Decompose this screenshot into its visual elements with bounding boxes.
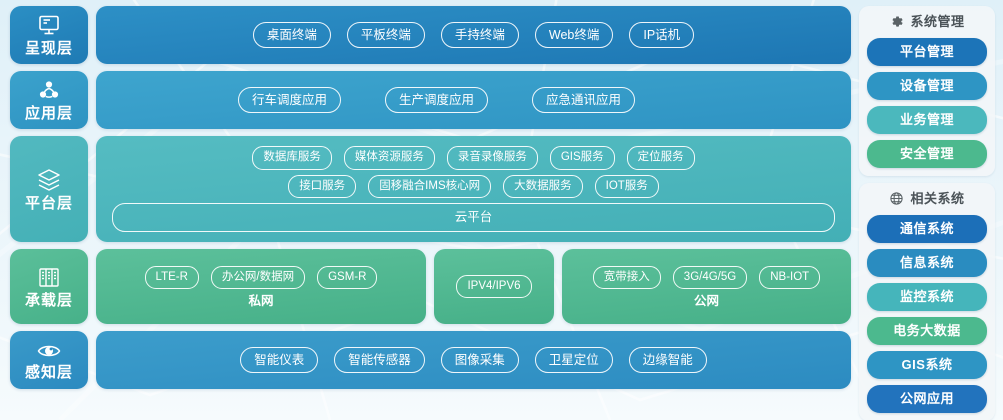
sys-button-security-management[interactable]: 安全管理 <box>867 140 987 168</box>
sys-button-information-system[interactable]: 信息系统 <box>867 249 987 277</box>
server-rack-icon <box>35 266 63 290</box>
chip-bigdata-service[interactable]: 大数据服务 <box>503 174 583 199</box>
layer-row-sensing: 感知层 智能仪表 智能传感器 图像采集 卫星定位 边缘智能 <box>10 331 851 389</box>
layers-stack-icon <box>34 167 64 193</box>
panel-title-system-management: 系统管理 <box>910 14 965 29</box>
layer-label-sensing: 感知层 <box>24 364 73 381</box>
chip-row-ip-protocol: IPV4/IPV6 <box>456 274 532 299</box>
chip-smart-sensor[interactable]: 智能传感器 <box>334 346 425 374</box>
chip-cloud-platform[interactable]: 云平台 <box>112 203 835 232</box>
chip-lte-r[interactable]: LTE-R <box>144 265 199 289</box>
chip-emergency-comm-app[interactable]: 应急通讯应用 <box>532 86 636 114</box>
eye-icon <box>35 340 63 362</box>
chip-positioning-service[interactable]: 定位服务 <box>626 146 695 170</box>
sys-button-communication-system[interactable]: 通信系统 <box>867 215 987 243</box>
chip-iot-service[interactable]: IOT服务 <box>594 174 659 199</box>
chip-office-data-network[interactable]: 办公网/数据网 <box>210 265 306 289</box>
chip-row-sensing: 智能仪表 智能传感器 图像采集 卫星定位 边缘智能 <box>240 346 707 374</box>
sys-button-electrical-bigdata[interactable]: 电务大数据 <box>867 317 987 345</box>
globe-icon <box>889 191 904 206</box>
chip-ipv4-ipv6[interactable]: IPV4/IPV6 <box>456 274 532 299</box>
layer-body-sensing: 智能仪表 智能传感器 图像采集 卫星定位 边缘智能 <box>96 331 851 389</box>
sys-button-platform-management[interactable]: 平台管理 <box>867 38 987 66</box>
layer-body-application: 行车调度应用 生产调度应用 应急通讯应用 <box>96 71 851 129</box>
gear-icon <box>889 14 904 29</box>
layer-body-platform: 数据库服务 媒体资源服务 录音录像服务 GIS服务 定位服务 接口服务 固移融合… <box>96 136 851 242</box>
layer-row-bearer: 承载层 LTE-R 办公网/数据网 GSM-R 私网 IPV4/IPV6 <box>10 249 851 324</box>
chip-train-dispatch-app[interactable]: 行车调度应用 <box>238 86 342 114</box>
panel-system-management: 系统管理 平台管理 设备管理 业务管理 安全管理 <box>859 6 995 176</box>
chip-database-service[interactable]: 数据库服务 <box>252 146 332 170</box>
chip-interface-service[interactable]: 接口服务 <box>288 174 357 199</box>
sys-button-device-management[interactable]: 设备管理 <box>867 72 987 100</box>
chip-3g-4g-5g[interactable]: 3G/4G/5G <box>672 265 748 289</box>
bearer-group-private-network: LTE-R 办公网/数据网 GSM-R 私网 <box>96 249 426 324</box>
layer-tag-presentation[interactable]: 呈现层 <box>10 6 88 64</box>
chip-row-public-network: 宽带接入 3G/4G/5G NB-IOT <box>592 265 821 289</box>
chip-row-presentation: 桌面终端 平板终端 手持终端 Web终端 IP话机 <box>252 21 695 49</box>
chip-edge-intelligence[interactable]: 边缘智能 <box>628 346 707 374</box>
chip-satellite-positioning[interactable]: 卫星定位 <box>534 346 613 374</box>
sys-button-business-management[interactable]: 业务管理 <box>867 106 987 134</box>
chip-gsm-r[interactable]: GSM-R <box>317 265 378 289</box>
chip-nb-iot[interactable]: NB-IOT <box>759 265 821 289</box>
layer-row-platform: 平台层 数据库服务 媒体资源服务 录音录像服务 GIS服务 定位服务 接口服务 … <box>10 136 851 242</box>
chip-desktop-terminal[interactable]: 桌面终端 <box>252 21 331 49</box>
sys-button-gis-system[interactable]: GIS系统 <box>867 351 987 379</box>
bearer-group-ip-protocol: IPV4/IPV6 <box>434 249 554 324</box>
layer-tag-platform[interactable]: 平台层 <box>10 136 88 242</box>
chip-ip-phone[interactable]: IP话机 <box>629 21 695 49</box>
bearer-group-label-private: 私网 <box>248 294 274 308</box>
layer-row-application: 应用层 行车调度应用 生产调度应用 应急通讯应用 <box>10 71 851 129</box>
chip-handheld-terminal[interactable]: 手持终端 <box>440 21 519 49</box>
bearer-group-label-public: 公网 <box>693 294 719 308</box>
chip-media-resource-service[interactable]: 媒体资源服务 <box>343 146 435 170</box>
side-panels: 系统管理 平台管理 设备管理 业务管理 安全管理 相关系统 <box>859 6 995 420</box>
layer-tag-sensing[interactable]: 感知层 <box>10 331 88 389</box>
layer-label-presentation: 呈现层 <box>24 40 73 57</box>
chip-image-capture[interactable]: 图像采集 <box>440 346 519 374</box>
chip-gis-service[interactable]: GIS服务 <box>549 146 615 170</box>
chip-row-platform-services-2: 接口服务 固移融合IMS核心网 大数据服务 IOT服务 <box>112 174 835 199</box>
layer-tag-bearer[interactable]: 承载层 <box>10 249 88 324</box>
sys-button-public-network-app[interactable]: 公网应用 <box>867 385 987 413</box>
panel-related-systems: 相关系统 通信系统 信息系统 监控系统 电务大数据 GIS系统 公网应用 <box>859 183 995 420</box>
chip-tablet-terminal[interactable]: 平板终端 <box>346 21 425 49</box>
chip-audio-video-recording-service[interactable]: 录音录像服务 <box>446 146 538 170</box>
network-nodes-icon <box>36 79 62 103</box>
panel-header-related-systems: 相关系统 <box>867 190 987 209</box>
chip-row-private-network: LTE-R 办公网/数据网 GSM-R <box>144 265 378 289</box>
panel-title-related-systems: 相关系统 <box>910 191 965 206</box>
sys-button-monitoring-system[interactable]: 监控系统 <box>867 283 987 311</box>
layer-label-bearer: 承载层 <box>24 291 73 309</box>
chip-row-platform-services-1: 数据库服务 媒体资源服务 录音录像服务 GIS服务 定位服务 <box>112 146 835 170</box>
chip-row-application: 行车调度应用 生产调度应用 应急通讯应用 <box>238 86 636 114</box>
layer-tag-application[interactable]: 应用层 <box>10 71 88 129</box>
layer-label-application: 应用层 <box>24 105 73 122</box>
bearer-group-public-network: 宽带接入 3G/4G/5G NB-IOT 公网 <box>562 249 851 324</box>
chip-broadband-access[interactable]: 宽带接入 <box>592 265 661 289</box>
layer-row-presentation: 呈现层 桌面终端 平板终端 手持终端 Web终端 IP话机 <box>10 6 851 64</box>
layer-body-bearer: LTE-R 办公网/数据网 GSM-R 私网 IPV4/IPV6 宽带接入 3G… <box>96 249 851 324</box>
layer-body-presentation: 桌面终端 平板终端 手持终端 Web终端 IP话机 <box>96 6 851 64</box>
chip-web-terminal[interactable]: Web终端 <box>534 21 614 49</box>
chip-production-dispatch-app[interactable]: 生产调度应用 <box>385 86 489 114</box>
chip-smart-meter[interactable]: 智能仪表 <box>240 346 319 374</box>
chip-ims-core-network[interactable]: 固移融合IMS核心网 <box>368 174 492 199</box>
monitor-icon <box>36 14 62 38</box>
layer-stack: 呈现层 桌面终端 平板终端 手持终端 Web终端 IP话机 <box>10 6 851 414</box>
layer-label-platform: 平台层 <box>24 195 73 212</box>
panel-header-system-management: 系统管理 <box>867 13 987 32</box>
